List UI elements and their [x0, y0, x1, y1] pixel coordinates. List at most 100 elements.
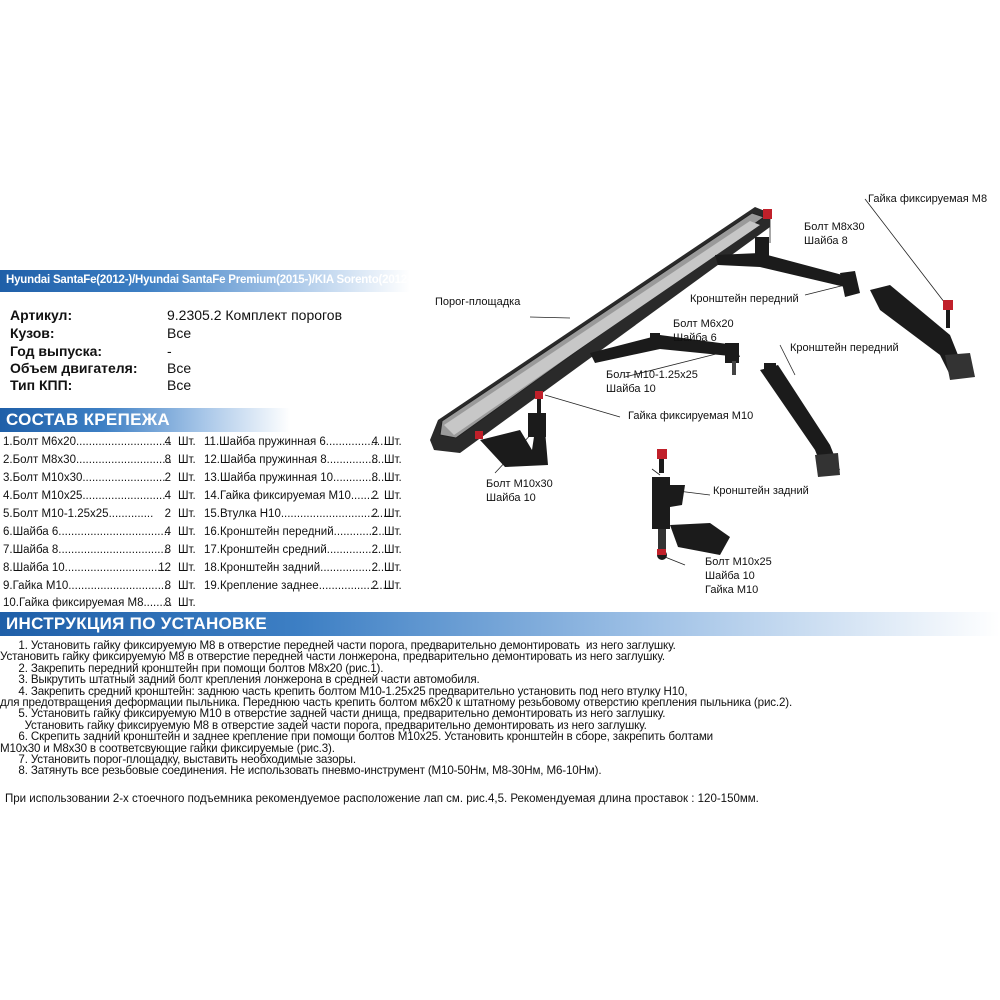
fastener-unit: Шт. — [384, 580, 402, 592]
fastener-unit: Шт. — [178, 508, 196, 520]
exploded-assembly-diagram — [430, 198, 975, 566]
spec-label: Объем двигателя: — [10, 360, 138, 376]
install-instructions: 1. Установить гайку фиксируемую M8 в отв… — [0, 639, 1000, 778]
fastener-qty: 8 — [164, 454, 171, 466]
spec-value: Все — [167, 377, 192, 393]
callout-washer-10-c: Шайба 10 — [705, 570, 755, 582]
spec-value: Все — [167, 360, 192, 376]
rear-bracket-part — [480, 413, 548, 467]
fasteners-band: СОСТАВ КРЕПЕЖА — [0, 408, 290, 432]
instruction-line: 8. Затянуть все резьбовые соединения. Не… — [0, 764, 602, 778]
fastener-qty: 8 — [164, 597, 171, 609]
fastener-qty: 4 — [371, 436, 378, 448]
fastener-qty: 8 — [371, 472, 378, 484]
fastener-name: 8.Шайба 10..............................… — [3, 562, 171, 574]
fastener-name: 6.Шайба 6...............................… — [3, 526, 171, 538]
fastener-name: 13.Шайба пружинная 10................. — [204, 472, 388, 484]
rear-bracket-loose-part — [652, 477, 730, 560]
callout-washer-6: Шайба 6 — [673, 332, 717, 344]
fastener-name: 15.Втулка H10...........................… — [204, 508, 390, 520]
fastener-name: 14.Гайка фиксируемая M10......... — [204, 490, 380, 502]
fastener-qty: 4 — [164, 436, 171, 448]
instruction-line: 6. Скрепить задний кронштейн и заднее кр… — [0, 730, 713, 744]
callout-bolt-m10x25: Болт M10x25 — [705, 556, 772, 568]
fastener-name: 3.Болт M10x30.......................... — [3, 472, 166, 484]
fastener-qty: 8 — [164, 544, 171, 556]
instruction-line: Установить гайку фиксируемую M8 в отверс… — [0, 650, 665, 664]
callout-washer-10-b: Шайба 10 — [486, 492, 536, 504]
fastener-qty: 2 — [371, 562, 378, 574]
fastener-qty: 2 — [371, 508, 378, 520]
instruction-line: 2. Закрепить передний кронштейн при помо… — [0, 661, 384, 675]
fastener-qty: 2 — [164, 508, 171, 520]
spec-value: - — [167, 343, 172, 359]
fastener-unit: Шт. — [384, 526, 402, 538]
callout-front-bracket-1: Кронштейн передний — [690, 293, 799, 305]
fastener-name: 4.Болт M10x25.......................... — [3, 490, 166, 502]
fastener-qty: 4 — [164, 526, 171, 538]
callout-nut-m10-plain: Гайка M10 — [705, 584, 759, 596]
fastener-unit: Шт. — [384, 472, 402, 484]
fastener-row: 12.Шайба пружинная 8...................8… — [204, 454, 408, 470]
callout-washer-10-a: Шайба 10 — [606, 383, 656, 395]
callout-washer-8: Шайба 8 — [804, 235, 848, 247]
spec-value: Все — [167, 325, 192, 341]
fastener-row: 19.Крепление заднее.....................… — [204, 580, 408, 596]
callout-nut-m10: Гайка фиксируемая M10 — [628, 410, 754, 422]
vehicle-models-title: Hyundai SantaFe(2012-)/Hyundai SantaFe P… — [6, 274, 415, 286]
fastener-unit: Шт. — [178, 562, 196, 574]
fastener-name: 5.Болт M10-1.25x25.............. — [3, 508, 154, 520]
nut-m8-loose — [943, 300, 953, 310]
fasteners-red — [475, 209, 953, 555]
fastener-unit: Шт. — [384, 544, 402, 556]
fastener-unit: Шт. — [178, 526, 196, 538]
fastener-qty: 2 — [371, 544, 378, 556]
fastener-qty: 8 — [371, 454, 378, 466]
fastener-unit: Шт. — [178, 580, 196, 592]
fastener-unit: Шт. — [384, 562, 402, 574]
fastener-qty: 2 — [371, 526, 378, 538]
instruction-line: 4. Закрепить средний кронштейн: заднюю ч… — [0, 684, 688, 698]
callout-bolt-m10-125x25: Болт M10-1.25x25 — [606, 369, 698, 381]
fastener-qty: 4 — [164, 490, 171, 502]
fastener-name: 1.Болт M6x20............................… — [3, 436, 172, 448]
fastener-unit: Шт. — [178, 436, 196, 448]
fastener-qty: 8 — [164, 580, 171, 592]
spec-label: Артикул: — [10, 307, 73, 323]
fasteners-title: СОСТАВ КРЕПЕЖА — [6, 410, 170, 429]
fastener-row: 15.Втулка H10...........................… — [204, 508, 408, 524]
fastener-unit: Шт. — [384, 490, 402, 502]
front-bracket-part — [715, 237, 860, 297]
fastener-name: 17.Кронштейн средний................... — [204, 544, 388, 556]
callout-bolt-m8x30: Болт M8x30 — [804, 221, 865, 233]
fastener-row: 7.Шайба 8...............................… — [3, 544, 203, 560]
nut-m10-loose — [657, 449, 667, 459]
callout-rear-bracket: Кронштейн задний — [713, 485, 809, 497]
fastener-row: 17.Кронштейн средний...................2… — [204, 544, 408, 560]
instruction-line: Установить гайку фиксируемую M8 в отверс… — [0, 718, 647, 732]
spec-value: 9.2305.2 Комплект порогов — [167, 307, 343, 323]
fastener-qty: 12 — [158, 562, 171, 574]
middle-bracket-part — [590, 333, 740, 375]
lift-note: При использовании 2-х стоечного подъемни… — [5, 793, 759, 805]
fastener-row: 1.Болт M6x20............................… — [3, 436, 203, 452]
spec-label: Кузов: — [10, 325, 55, 341]
fastener-row: 2.Болт M8x30............................… — [3, 454, 203, 470]
fastener-qty: 2 — [164, 472, 171, 484]
fastener-row: 18.Кронштейн задний.....................… — [204, 562, 408, 578]
middle-bracket-loose-part — [760, 363, 840, 477]
fastener-row: 8.Шайба 10..............................… — [3, 562, 203, 578]
front-bracket-loose-part — [870, 285, 975, 380]
fastener-name: 12.Шайба пружинная 8................... — [204, 454, 388, 466]
fastener-row: 9.Гайка M10.............................… — [3, 580, 203, 596]
nut-m8-rear — [475, 431, 483, 439]
nut-m10-rear — [657, 549, 666, 555]
callout-front-bracket-2: Кронштейн передний — [790, 342, 899, 354]
fastener-row: 4.Болт M10x25..........................4… — [3, 490, 203, 506]
fastener-qty: 2 — [371, 580, 378, 592]
step-board-part — [430, 207, 770, 453]
fastener-name: 2.Болт M8x30............................… — [3, 454, 172, 466]
nut-m8-front-board — [763, 209, 772, 219]
